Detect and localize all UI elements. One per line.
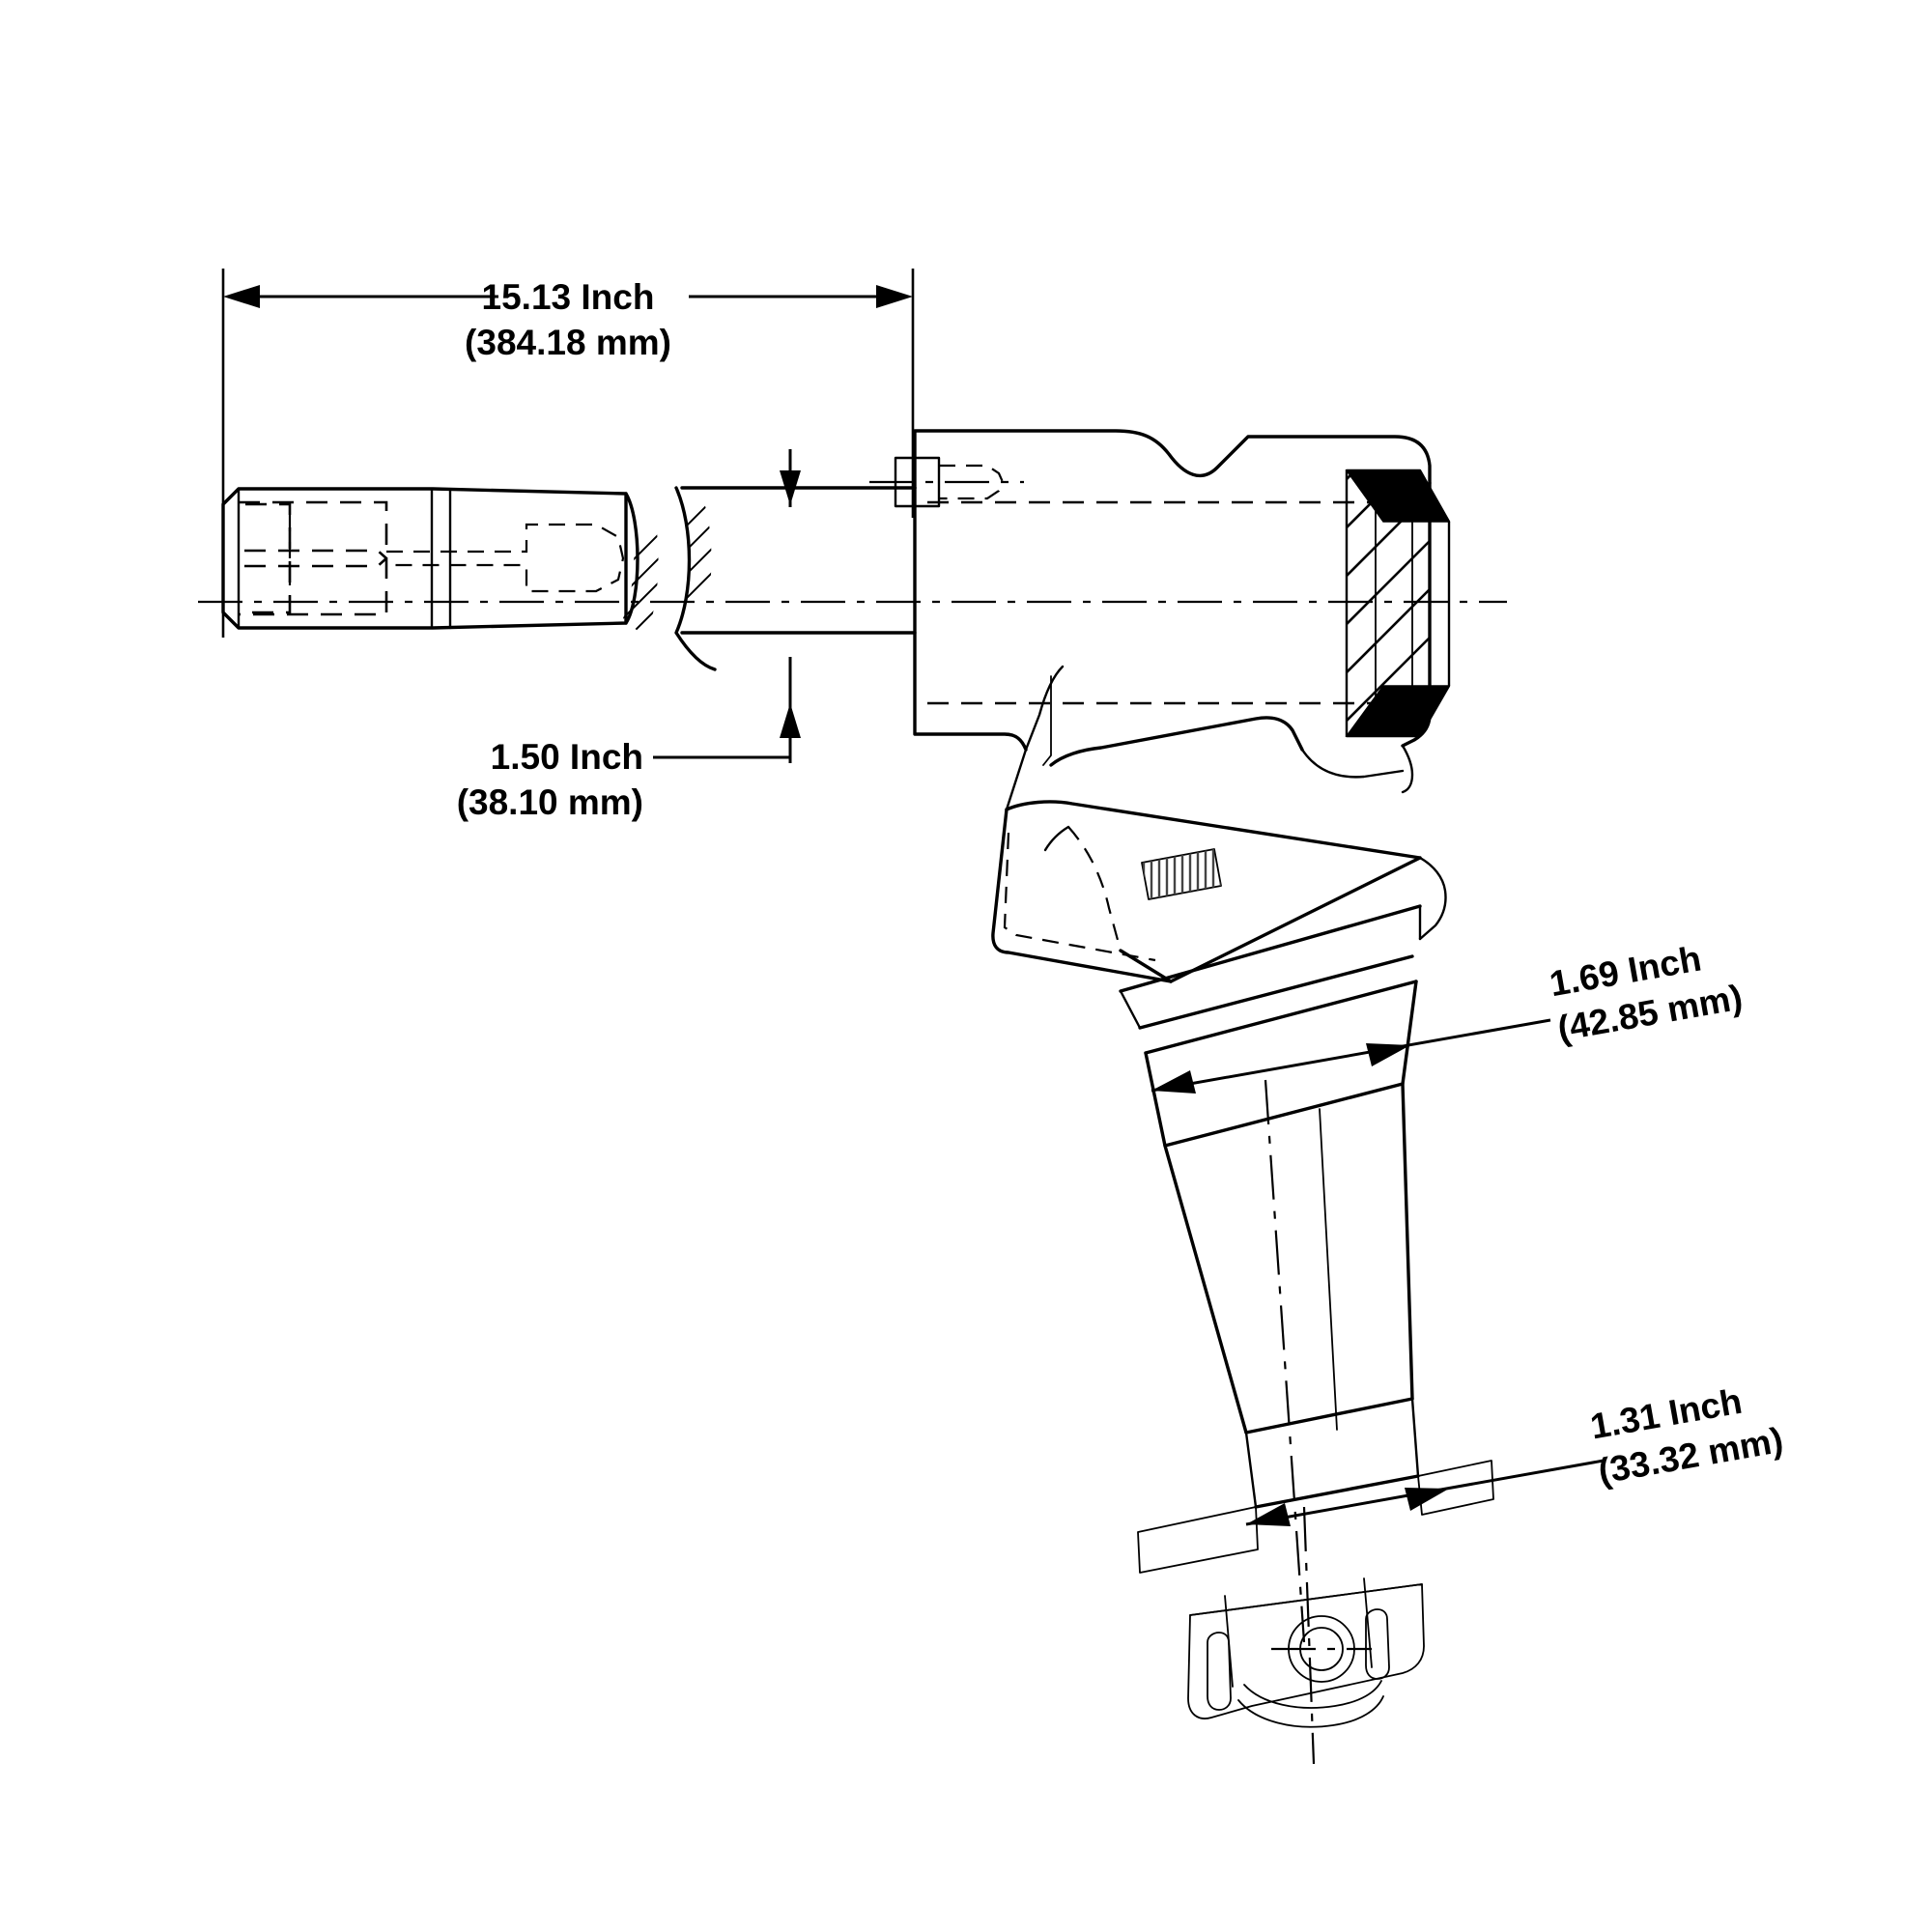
boss-detail [869,456,1024,508]
section-solid-top [1345,469,1451,523]
terminal-tab-left [1137,1506,1259,1574]
arrowhead-cable-bottom [780,703,801,738]
boot-lower-band-left [1244,1431,1258,1509]
mounting-flange [991,800,1447,1055]
dimension-cable-diameter: 1.50 Inch (38.10 mm) [457,449,801,822]
flange-left-wing-outer [991,808,1173,983]
flange-band-lower-edge [1119,904,1422,993]
coil-body [869,429,1451,811]
boot-upper-dim-line [1151,1018,1551,1093]
boot-centerline [1264,1079,1306,1643]
left-boot-hidden-terminal [386,523,625,593]
flange-band-left-edge [1119,949,1173,983]
arrowhead-boot-lower-left [1246,1503,1291,1526]
flange-top-edge [1005,800,1422,860]
tapered-boot [1144,980,1420,1643]
left-boot-break-face [624,492,639,625]
boot-collar [1144,980,1418,1148]
arrowhead-right [876,285,913,308]
terminal-bottom-lip [1237,1695,1384,1728]
boot-taper-left [1163,1144,1248,1435]
coil-body-left-edge [913,486,1028,752]
cable-diameter-mm-label: (38.10 mm) [457,782,643,822]
terminal-cap-top-edge [1189,1583,1423,1616]
cable-section [674,486,917,671]
terminal-bottom-lip-inner [1243,1680,1382,1709]
overall-length-mm-label: (384.18 mm) [465,323,671,362]
coil-body-lower-panel-top [1049,716,1304,767]
flange-ring2-left [1119,989,1142,1030]
section-hatch-block [1345,469,1451,738]
arrowhead-boot-upper-left [1151,1070,1196,1094]
left-boot-break-hatch [623,516,659,638]
boss-outline [894,456,941,508]
overall-length-inch-label: 15.13 Inch [482,277,655,317]
cable-break-face [674,486,717,671]
arrowhead-boot-lower-right [1405,1488,1449,1511]
cable-break-hatch [676,488,712,629]
boot-surface-line-a [1319,1108,1338,1431]
terminal-slot-right [1365,1608,1390,1680]
flange-ring2-top [1138,954,1414,1030]
section-solid-bottom [1345,685,1451,737]
boot-lower-band-top [1244,1397,1414,1435]
flange-notch [1043,825,1070,852]
coil-body-lower-panel-right [1300,748,1405,779]
left-boot-hidden-step-bottom [244,557,387,568]
left-boot-assembly [221,487,659,638]
arrowhead-left [223,285,260,308]
boot-lower-band-bottom [1254,1474,1420,1509]
coil-body-top-profile [913,429,1432,490]
coil-body-rib-front [1005,665,1065,811]
flange-ring2-bottom [1144,980,1418,1055]
boss-hidden-shank [939,464,1005,500]
plug-terminal [1137,1460,1494,1765]
terminal-slot-left [1207,1632,1232,1711]
terminal-cap-fold-right [1363,1577,1373,1668]
arrowhead-boot-upper-right [1366,1043,1410,1066]
coil-body-rib-inner [1042,675,1052,766]
terminal-cap-body [1187,1583,1425,1719]
coil-body-shoulder-curve [1401,744,1414,794]
flange-hidden-arc [1067,826,1122,952]
left-boot-hidden-bore-left [245,502,292,614]
flange-band-front [1169,856,1422,983]
flange-band-right-curve [1418,856,1447,941]
cable-diameter-inch-label: 1.50 Inch [491,737,643,777]
dimension-overall-length: 15.13 Inch (384.18 mm) [221,269,915,638]
boot-lower-band-right [1410,1397,1420,1478]
boot-taper-right [1401,1082,1414,1401]
terminal-contact-centerline-v [1302,1506,1316,1765]
